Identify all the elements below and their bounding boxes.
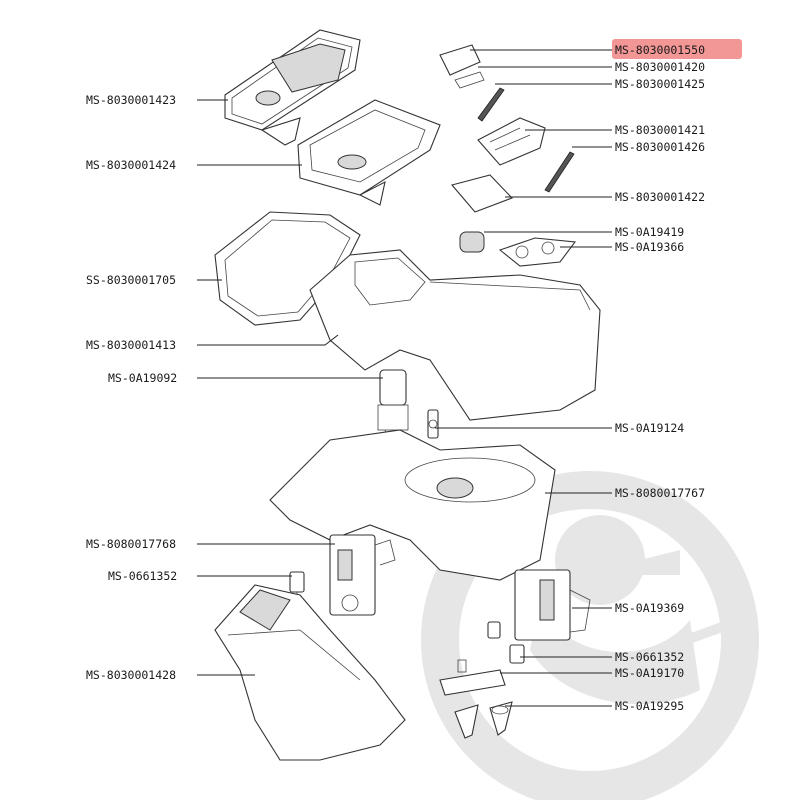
leader-lines-right: [435, 49, 612, 707]
part-label-right: MS-8030001426: [615, 140, 705, 154]
spring-cable-2: [544, 151, 575, 193]
microswitch-right: [487, 621, 525, 664]
control-panel-cover: [224, 29, 361, 146]
board-connector: [439, 44, 485, 89]
upper-body: [309, 249, 601, 421]
keypad-plate: [498, 237, 577, 267]
leader-lines-left: [197, 99, 383, 676]
part-label-right: MS-0A19369: [615, 601, 684, 615]
part-label-left: MS-8030001424: [86, 158, 176, 172]
part-label-left: MS-0661352: [108, 569, 177, 583]
knob: [459, 231, 485, 253]
lever-bar: [439, 659, 506, 696]
display-board: [451, 174, 513, 213]
front-cover: [214, 584, 406, 761]
part-label-right: MS-8030001422: [615, 190, 705, 204]
motor-assembly: [329, 534, 396, 616]
part-label-right: MS-0A19419: [615, 225, 684, 239]
part-label-left: MS-0A19092: [108, 371, 177, 385]
base-frame: [269, 429, 556, 581]
spring-cable-1: [477, 87, 505, 122]
part-label-right: MS-8030001425: [615, 77, 705, 91]
part-label-right: MS-0A19124: [615, 421, 684, 435]
part-label-left: MS-8030001428: [86, 668, 176, 682]
microswitch-left: [289, 571, 305, 602]
part-label-right: MS-0661352: [615, 650, 684, 664]
part-label-left: MS-8080017768: [86, 537, 176, 551]
valve-component: [427, 409, 439, 439]
part-label-left: SS-8030001705: [86, 273, 176, 287]
part-label-right: MS-8030001421: [615, 123, 705, 137]
part-label-right: MS-8080017767: [615, 486, 705, 500]
control-board: [477, 117, 546, 166]
clip-parts: [454, 701, 513, 739]
latch-assembly: [514, 569, 591, 641]
part-label-right: MS-0A19366: [615, 240, 684, 254]
label-highlight: [612, 39, 742, 59]
watermark-logo: [421, 471, 759, 800]
part-label-right-highlighted: MS-8030001550: [615, 43, 705, 57]
part-label-left: MS-8030001423: [86, 93, 176, 107]
part-label-right: MS-8030001420: [615, 60, 705, 74]
part-label-right: MS-0A19170: [615, 666, 684, 680]
part-label-left: MS-8030001413: [86, 338, 176, 352]
part-label-right: MS-0A19295: [615, 699, 684, 713]
control-housing: [297, 99, 441, 206]
